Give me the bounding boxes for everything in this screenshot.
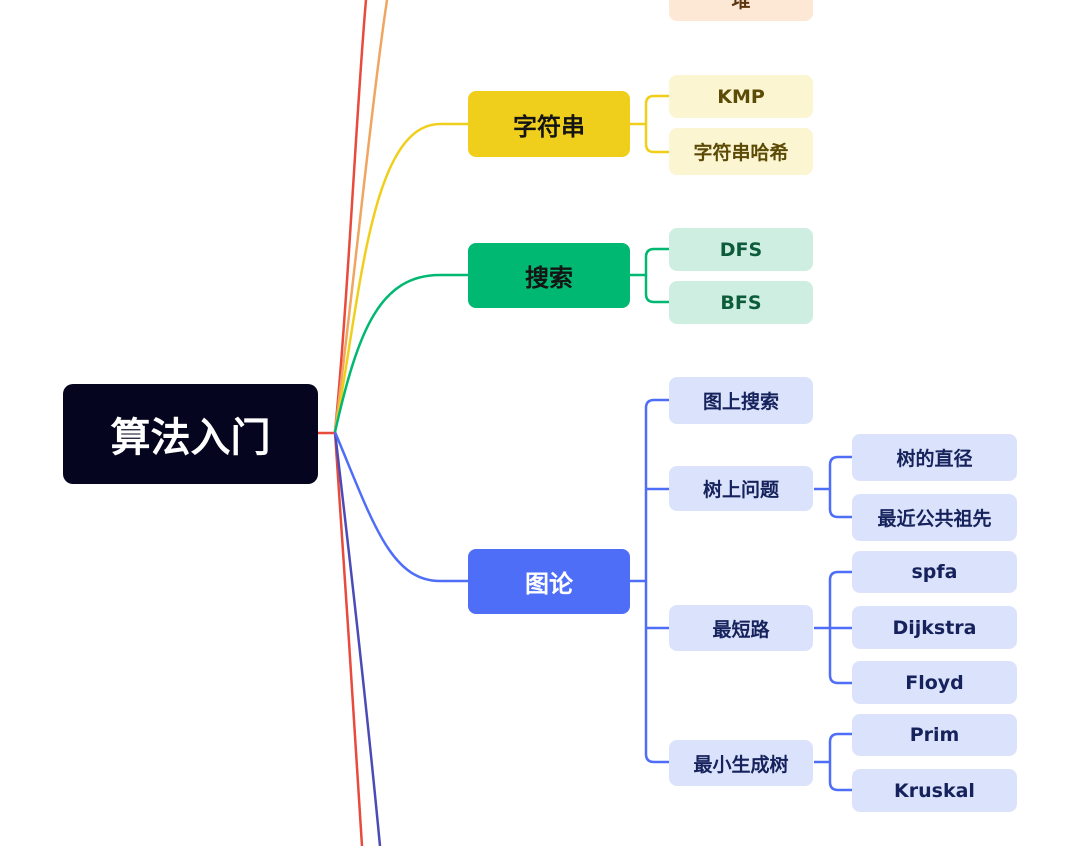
leaf-floyd[interactable]: Floyd: [852, 661, 1017, 704]
branch-graph[interactable]: 图论: [468, 549, 630, 614]
branch-string[interactable]: 字符串: [468, 91, 630, 157]
leaf-graph-search-label: 图上搜索: [702, 391, 779, 413]
connector-search-dfs: [630, 247, 669, 277]
leaf-string-hash[interactable]: 字符串哈希: [669, 128, 813, 175]
leaf-dfs[interactable]: DFS: [669, 228, 813, 271]
branch-graph-label: 图论: [525, 570, 573, 598]
root-node[interactable]: 算法入门: [63, 384, 318, 484]
connector-bottom-purple: [333, 431, 382, 846]
leaf-string-hash-label: 字符串哈希: [693, 142, 789, 164]
connector-string-hash: [644, 124, 669, 154]
leaf-kruskal-label: Kruskal: [894, 779, 975, 802]
root-label: 算法入门: [110, 415, 271, 461]
leaf-lca[interactable]: 最近公共祖先: [852, 494, 1017, 541]
leaf-spfa-label: spfa: [911, 561, 958, 583]
connector-search-bfs: [644, 275, 669, 304]
leaf-bfs-label: BFS: [720, 291, 762, 314]
leaf-mst[interactable]: 最小生成树: [669, 740, 813, 786]
connector-mst-children: [814, 732, 852, 792]
connector-root-string: [333, 122, 468, 433]
leaf-tree-diameter[interactable]: 树的直径: [852, 434, 1017, 481]
branch-string-label: 字符串: [513, 112, 585, 141]
leaf-mst-label: 最小生成树: [693, 753, 789, 776]
leaf-graph-search[interactable]: 图上搜索: [669, 377, 813, 424]
connector-top-orange: [333, 0, 389, 433]
connector-root-graph: [333, 431, 468, 583]
leaf-tree-problems-label: 树上问题: [702, 479, 779, 501]
connector-shortest-children: [814, 570, 852, 685]
leaf-lca-label: 最近公共祖先: [877, 508, 992, 530]
branch-search[interactable]: 搜索: [468, 243, 630, 308]
leaf-shortest-path[interactable]: 最短路: [669, 605, 813, 651]
leaf-prim[interactable]: Prim: [852, 714, 1017, 756]
leaf-bfs[interactable]: BFS: [669, 281, 813, 324]
leaf-dijkstra[interactable]: Dijkstra: [852, 606, 1017, 649]
node-heap-label: 堆: [731, 0, 751, 12]
leaf-floyd-label: Floyd: [905, 671, 964, 694]
connector-graph-trunk: [630, 398, 669, 764]
branch-search-label: 搜索: [525, 264, 573, 292]
connector-string-kmp: [630, 94, 669, 126]
leaf-prim-label: Prim: [909, 724, 960, 746]
leaf-kmp[interactable]: KMP: [669, 75, 813, 118]
leaf-dijkstra-label: Dijkstra: [892, 616, 977, 639]
leaf-spfa[interactable]: spfa: [852, 551, 1017, 593]
leaf-dfs-label: DFS: [719, 238, 763, 261]
connector-tree-children: [814, 455, 852, 519]
leaf-tree-problems[interactable]: 树上问题: [669, 466, 813, 511]
leaf-kruskal[interactable]: Kruskal: [852, 769, 1017, 812]
leaf-tree-diameter-label: 树的直径: [896, 448, 973, 470]
leaf-shortest-path-label: 最短路: [712, 618, 770, 641]
node-heap-partial[interactable]: 堆: [669, 0, 813, 21]
connector-bottom-red: [333, 431, 364, 846]
connector-top-red: [333, 0, 368, 433]
connector-root-search: [333, 273, 468, 433]
leaf-kmp-label: KMP: [717, 85, 765, 108]
